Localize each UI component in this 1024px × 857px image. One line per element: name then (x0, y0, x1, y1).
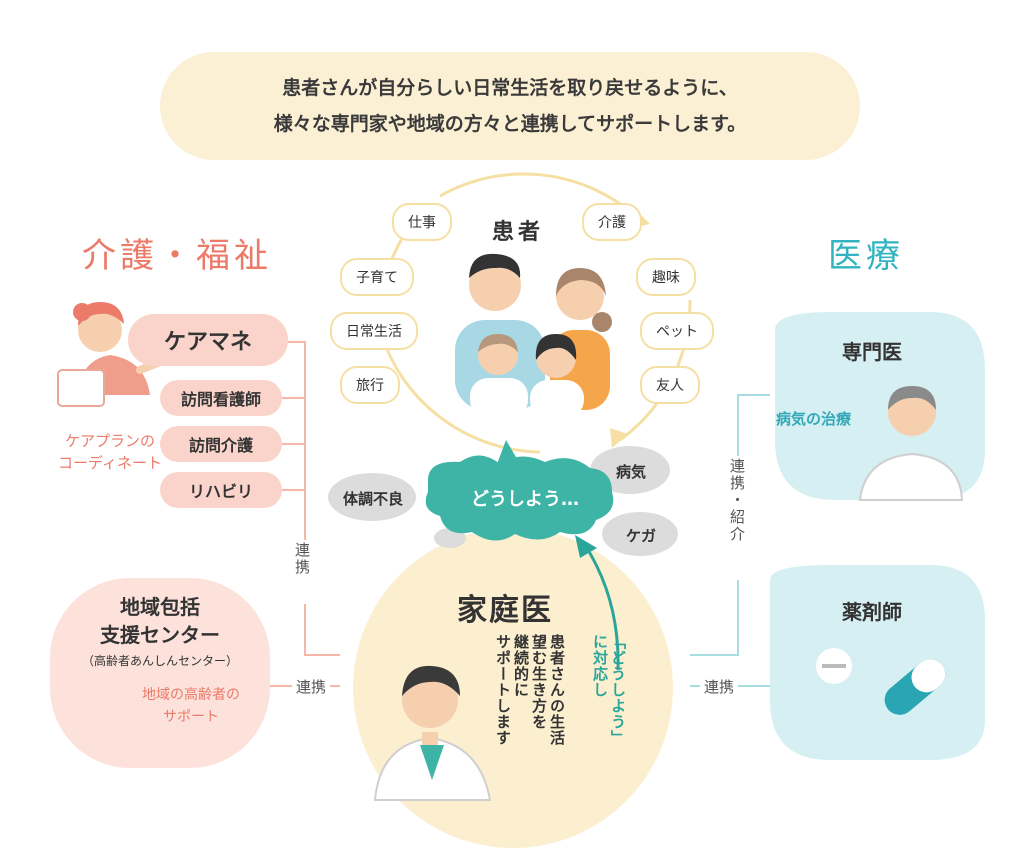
care-plan-note: ケアプランの コーディネート (40, 430, 180, 474)
care-item-home-care: 訪問介護 (160, 426, 282, 462)
banner-line-2: 様々な専門家や地域の方々と連携してサポートします。 (273, 113, 747, 135)
family-doctor-douyo-note: 「どうしよう」 に対応し (591, 634, 627, 754)
care-plan-note-line-2: コーディネート (58, 454, 162, 472)
worry-injury: ケガ (625, 526, 656, 545)
pharmacist-link-label: 連携 (700, 676, 739, 697)
ring-label-pet: ペット (640, 312, 714, 350)
pharmacist-blob (770, 565, 985, 760)
care-manager-pill: ケアマネ (128, 314, 288, 366)
community-center-title-line-1: 地域包括 (120, 595, 200, 619)
family-doctor-illustration (373, 665, 492, 801)
specialist-link-label: 連携・紹介 (727, 456, 748, 580)
ring-label-daily-life: 日常生活 (330, 312, 418, 350)
care-item-rehabilitation: リハビリ (160, 472, 282, 508)
community-center-panel (50, 578, 270, 768)
family-illustration (455, 253, 612, 418)
family-doctor-desc-line: サポートします (494, 634, 512, 746)
community-center-title-line-2: 支援センター (100, 623, 220, 647)
care-connector-line (280, 341, 340, 656)
specialist-blob (775, 312, 985, 500)
care-section-title: 介護・福祉 (82, 236, 272, 276)
family-doctor-desc-line: 継続的に (512, 634, 530, 698)
worry-illness: 病気 (615, 462, 646, 481)
care-link-label: 連携 (292, 540, 313, 604)
douyo-line: に対応し (591, 634, 609, 698)
pill-icons (816, 648, 946, 715)
ring-label-childcare: 子育て (340, 258, 414, 296)
header-banner: 患者さんが自分らしい日常生活を取り戻せるように、 様々な専門家や地域の方々と連携… (160, 52, 860, 160)
family-doctor-title: 家庭医 (457, 593, 553, 628)
medical-section-title: 医療 (828, 236, 904, 276)
douyo-line: 「どうしよう」 (609, 634, 627, 746)
community-link-label: 連携 (292, 676, 331, 697)
patient-title: 患者 (491, 220, 544, 245)
family-doctor-desc-line: 望む生き方を (530, 634, 548, 730)
worry-poor-health: 体調不良 (342, 489, 403, 508)
specialist-note: 病気の治療 (776, 410, 852, 428)
worry-speech-bubble: どうしよう… (471, 489, 579, 510)
family-doctor-desc-line: 患者さんの生活 (548, 634, 566, 746)
family-doctor-description: 患者さんの生活 望む生き方を 継続的に サポートします (494, 634, 566, 794)
care-item-visiting-nurse: 訪問看護師 (160, 380, 282, 416)
community-center-note-line-2: サポート (163, 709, 219, 725)
specialist-doctor-illustration (858, 386, 964, 501)
community-center-subtitle: （高齢者あんしんセンター） (81, 654, 238, 668)
community-center-note: 地域の高齢者の サポート (128, 684, 254, 728)
worry-clouds (328, 440, 678, 556)
care-manager-illustration (57, 302, 164, 407)
pharmacist-title: 薬剤師 (842, 600, 902, 624)
specialist-title: 専門医 (842, 340, 902, 364)
ring-label-work: 仕事 (392, 203, 452, 241)
care-items-connector (282, 397, 305, 491)
community-center-note-line-1: 地域の高齢者の (142, 687, 240, 703)
ring-label-nursing: 介護 (582, 203, 642, 241)
ring-label-travel: 旅行 (340, 366, 400, 404)
care-plan-note-line-1: ケアプランの (64, 432, 155, 450)
ring-label-friends: 友人 (640, 366, 700, 404)
banner-line-1: 患者さんが自分らしい日常生活を取り戻せるように、 (282, 77, 738, 99)
community-center-title: 地域包括 支援センター (50, 593, 270, 649)
ring-label-hobby: 趣味 (636, 258, 696, 296)
